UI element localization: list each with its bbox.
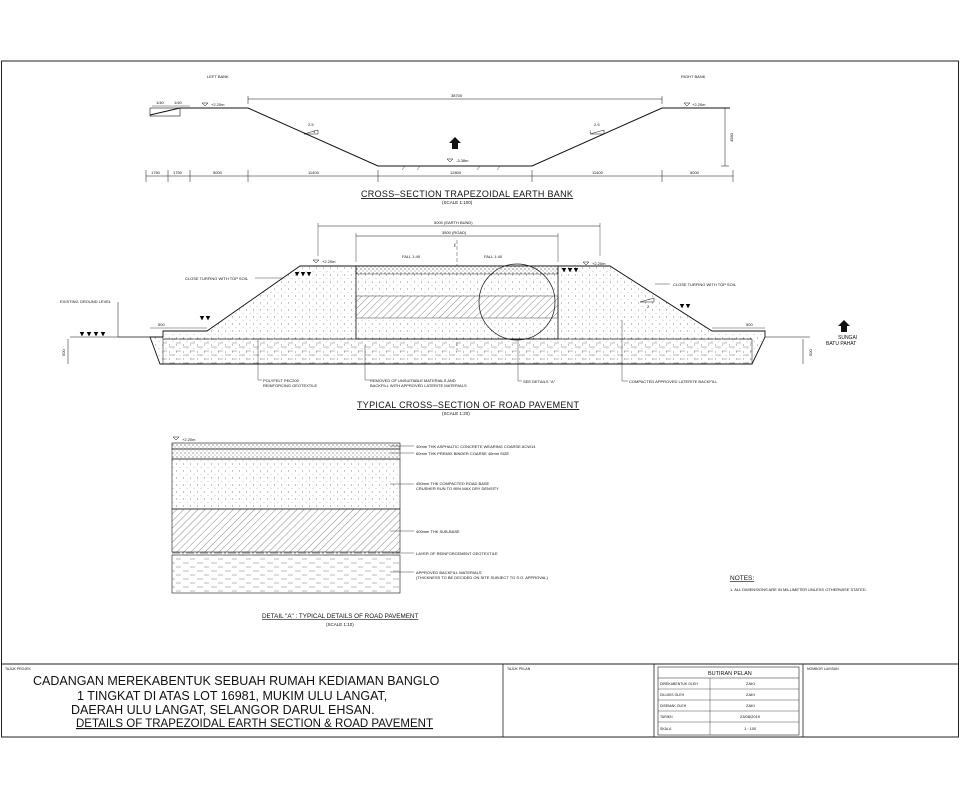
- section1-caption: CROSS–SECTION TRAPEZOIDAL EARTH BANK: [361, 189, 573, 199]
- note-removed-2: BACKFILL WITH APPROVED LATERITE MATERIAL…: [370, 383, 467, 388]
- row-4-value: 23/08/2019: [740, 714, 761, 719]
- detail-caption: DETAIL "A" : TYPICAL DETAILS OF ROAD PAV…: [262, 613, 418, 620]
- backfill-layer: [162, 338, 753, 365]
- dim-3: 5000: [213, 170, 223, 175]
- right-bank-label: RIGHT BANK: [681, 74, 706, 79]
- top-width: 38700: [451, 93, 463, 98]
- mid-label: TAJUK PELAN: [507, 667, 531, 671]
- bund-width: 5000 (EARTH BUND): [434, 220, 473, 225]
- berm-left: 500: [158, 322, 165, 327]
- north-arrow-icon: [449, 137, 461, 149]
- row-4-label: TARIKH: [660, 715, 673, 719]
- sheet-border: [1, 60, 959, 738]
- river-line1: SUNGAI: [838, 335, 857, 341]
- layer-3: 450mm THK COMPACTED ROAD BASE: [416, 481, 490, 486]
- section1-scale: (SCALE 1:100): [442, 200, 473, 205]
- plan-heading: BUTIRAN PELAN: [708, 671, 752, 677]
- row-2-value: ZAKI: [746, 692, 755, 697]
- depth-label: 4580: [729, 132, 734, 142]
- slope-left: 1/40: [156, 100, 165, 105]
- project-label: TAJUK PROJEK: [5, 667, 31, 671]
- project-line-1: CADANGAN MEREKABENTUK SEBUAH RUMAH KEDIA…: [33, 674, 440, 688]
- subbase-band: [355, 295, 559, 319]
- left-slab: [149, 107, 181, 117]
- slope-den-left: 1: [313, 129, 316, 134]
- road-width: 3500 (ROAD): [442, 230, 467, 235]
- level-left: +2.20m: [211, 102, 225, 107]
- dim-5: 12800: [450, 170, 462, 175]
- section2-caption: TYPICAL CROSS–SECTION OF ROAD PAVEMENT: [357, 400, 579, 410]
- depth-left: 500: [61, 349, 66, 356]
- notes-item-1: 1. ALL DIMENSIONS ARE IN MILLIMETER UNLE…: [730, 587, 867, 592]
- layer-5: 400mm THK SUB-BASE: [416, 529, 460, 534]
- detail-level: +2.20m: [182, 437, 196, 442]
- slope-ratio: 2: [647, 304, 650, 309]
- bed-level: -3.38m: [456, 158, 469, 163]
- slope-num-left: 2.5: [308, 122, 314, 127]
- layer-2: 60mm THK PREMIX BINDER COARSE 40mm SIZE: [416, 451, 509, 456]
- level-right: +2.20m: [692, 102, 706, 107]
- notes: NOTES: 1. ALL DIMENSIONS ARE IN MILLIMET…: [730, 575, 867, 592]
- drawing-number-label: NOMBOR LUKISAN: [807, 667, 839, 671]
- slope-num-right: 2.5: [594, 122, 600, 127]
- note-laterite: COMPACTED APPROVED LATERITE BACKFILL: [629, 379, 718, 384]
- row-1-value: ZAKI: [746, 681, 755, 686]
- dim-6: 11400: [592, 170, 604, 175]
- detail-a: +2.20m 40mm THK ASPHALTIC CONCRETE WEARI…: [171, 436, 548, 627]
- row-5-label: SKALA: [660, 727, 672, 731]
- layer-4: CRUSHER RUN TO 95% MAX DRY DENSITY: [416, 486, 499, 491]
- note-removed-1: REMOVED OF UNSUITABLE MATERIALS AND: [370, 378, 456, 383]
- road-level-left: +2.20m: [322, 259, 336, 264]
- layer-7: APPROVED BACKFILL MATERIALS: [416, 570, 482, 575]
- dim-4: 11400: [308, 170, 320, 175]
- river-arrow-icon: [838, 320, 850, 332]
- section-road-pavement: 5000 (EARTH BUND) 3500 (ROAD) ℓ FALL 1:4…: [60, 220, 857, 416]
- project-line-2: 1 TINGKAT DI ATAS LOT 16981, MUKIM ULU L…: [77, 689, 387, 703]
- roadbase-layer: [171, 458, 401, 510]
- depth-right: 500: [808, 349, 813, 356]
- earth-bank-profile: [149, 107, 730, 167]
- dim-1: 1750: [151, 170, 161, 175]
- existing-ground-label: EXISTING GROUND LEVEL: [60, 299, 112, 304]
- section-earth-bank: LEFT BANK RIGHT BANK 1/40 1/40 +2.20m +2…: [145, 74, 734, 205]
- note-geotextile-1: POLYFELT PEC200: [263, 378, 300, 383]
- project-line-3: DAERAH ULU LANGAT, SELANGOR DARUL EHSAN.: [71, 703, 375, 717]
- section2-scale: (SCALE 1:20): [442, 411, 470, 416]
- note-geotextile-2: REINFORCING GEOTEXTILE: [263, 383, 318, 388]
- turf-marks: [79, 267, 691, 337]
- fall-right: FALL 1:40: [484, 254, 503, 259]
- row-2-label: DILUKIS OLEH: [660, 693, 685, 697]
- berm-right: 500: [746, 322, 753, 327]
- slope-right: 1/40: [174, 100, 183, 105]
- layer-8: (THICKNESS TO BE DECIDED ON SITE SUBJECT…: [416, 575, 548, 580]
- row-3-label: DISEMAK OLEH: [660, 704, 687, 708]
- layer-1: 40mm THK ASPHALTIC CONCRETE WEARING COAR…: [416, 444, 536, 449]
- backfill-detail-layer: [171, 554, 401, 594]
- river-line2: BATU PAHAT: [826, 341, 856, 347]
- project-line-4: DETAILS OF TRAPEZOIDAL EARTH SECTION & R…: [76, 718, 433, 730]
- turf-right-label: CLOSE TURFING WITH TOP SOIL: [673, 282, 737, 287]
- turf-left-label: CLOSE TURFING WITH TOP SOIL: [185, 276, 249, 281]
- slope-den-right: 1: [589, 129, 592, 134]
- dim-7: 5000: [690, 170, 700, 175]
- left-bank-label: LEFT BANK: [207, 74, 229, 79]
- detail-scale: (SCALE 1:10): [326, 622, 354, 627]
- layer-6: LAYER OF REINFORCEMENT GEOTEXTILE: [416, 551, 498, 556]
- centreline-mark: ℓ: [454, 243, 456, 249]
- road-level-right: +2.20m: [592, 261, 606, 266]
- note-see-details: SEE DETAILS "A": [523, 379, 556, 384]
- row-5-value: 1 : 100: [744, 726, 757, 731]
- notes-heading: NOTES:: [730, 575, 754, 582]
- dim-2: 1750: [173, 170, 183, 175]
- detail-a-circle: [478, 263, 556, 341]
- fall-left: FALL 1:40: [402, 254, 421, 259]
- row-3-value: ZAKI: [746, 703, 755, 708]
- row-1-label: DIREKABENTUK OLEH: [660, 682, 698, 686]
- subbase-layer: [171, 508, 401, 553]
- title-block: TAJUK PROJEK CADANGAN MEREKABENTUK SEBUA…: [1, 663, 959, 737]
